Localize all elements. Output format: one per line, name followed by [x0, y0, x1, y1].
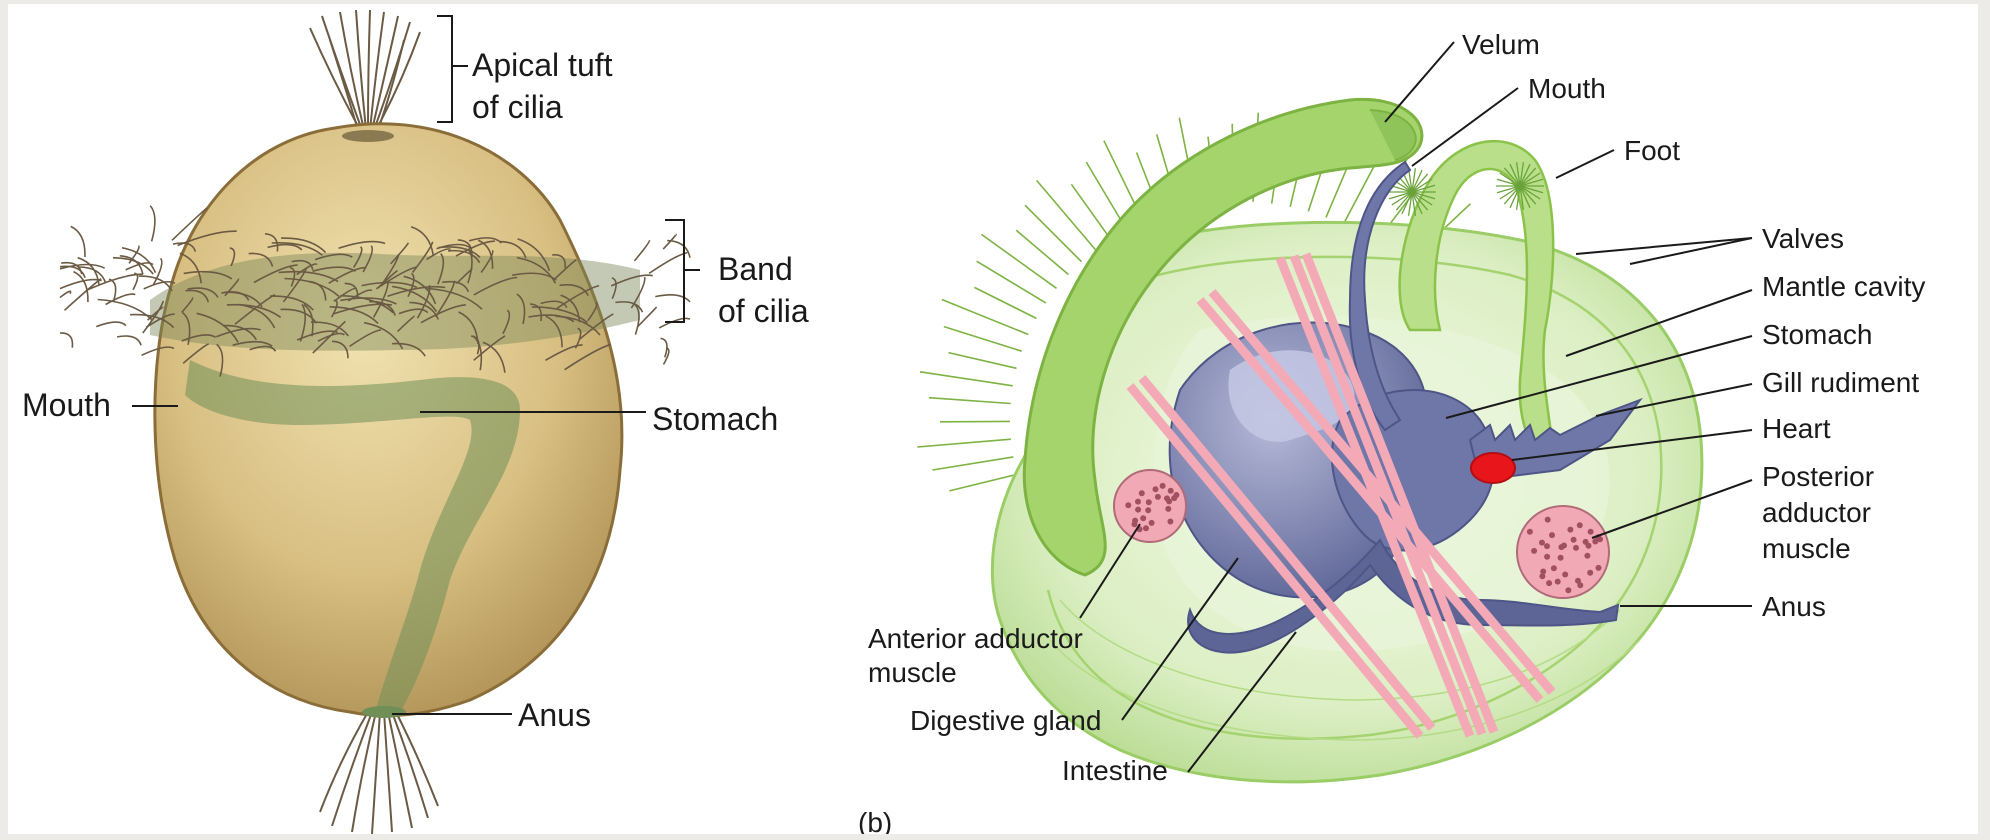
valves-label: Valves — [1762, 223, 1844, 254]
anterior-adductor-label-line1: Anterior adductor — [868, 623, 1083, 654]
anus-label-b: Anus — [1762, 591, 1826, 622]
mouth-label-a: Mouth — [22, 387, 111, 423]
panel-b-caption: (b) — [858, 807, 892, 834]
panel-b-veliger: Velum Mouth Foot Valves Mantle cavity — [858, 29, 1925, 834]
digestive-gland-label: Digestive gland — [910, 705, 1101, 736]
diagram-canvas: Apical tuft of cilia Band of cilia Mouth… — [8, 4, 1978, 834]
apical-plate — [342, 130, 394, 142]
stomach-label-a: Stomach — [652, 401, 778, 437]
figure-panel: Apical tuft of cilia Band of cilia Mouth… — [8, 4, 1978, 834]
label-valves: Valves — [1576, 223, 1844, 264]
posterior-adductor-muscle — [1517, 506, 1609, 598]
label-band-of-cilia: Band of cilia — [665, 220, 809, 329]
apical-tuft-cilia — [310, 10, 420, 130]
label-foot: Foot — [1556, 135, 1680, 178]
anus-label-a: Anus — [518, 697, 591, 733]
panel-a-larva: Apical tuft of cilia Band of cilia Mouth… — [22, 10, 809, 834]
label-velum: Velum — [1385, 29, 1540, 122]
heart-label: Heart — [1762, 413, 1831, 444]
posterior-adductor-label-line1: Posterior — [1762, 461, 1874, 492]
anterior-adductor-muscle — [1114, 470, 1186, 542]
mouth-label-b: Mouth — [1528, 73, 1606, 104]
heart — [1471, 453, 1515, 483]
apical-tuft-label-line1: Apical tuft — [472, 47, 613, 83]
apical-tuft-label-line2: of cilia — [472, 89, 563, 125]
foot-label: Foot — [1624, 135, 1680, 166]
intestine-label: Intestine — [1062, 755, 1168, 786]
gill-rudiment-label: Gill rudiment — [1762, 367, 1919, 398]
band-label-line1: Band — [718, 251, 793, 287]
anal-tuft-cilia — [320, 712, 438, 834]
stomach-label-b: Stomach — [1762, 319, 1873, 350]
mantle-cavity-label: Mantle cavity — [1762, 271, 1925, 302]
band-label-line2: of cilia — [718, 293, 809, 329]
label-apical-tuft: Apical tuft of cilia — [437, 16, 613, 125]
posterior-adductor-label-line3: muscle — [1762, 533, 1851, 564]
anus-opening — [362, 706, 406, 718]
velum-label: Velum — [1462, 29, 1540, 60]
posterior-adductor-label-line2: adductor — [1762, 497, 1871, 528]
anterior-adductor-label-line2: muscle — [868, 657, 957, 688]
